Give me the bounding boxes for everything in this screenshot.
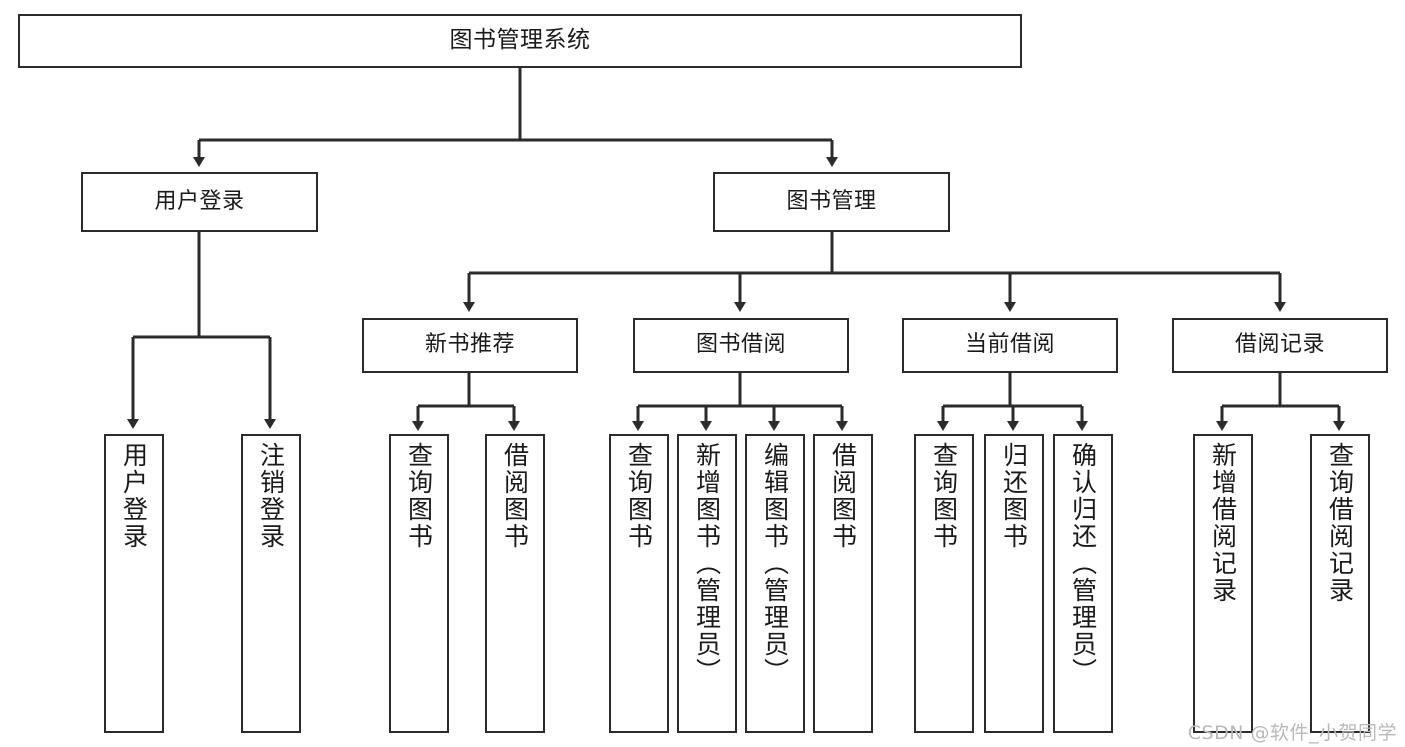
node-leaf-borrow-edit-book[interactable]: 编辑图书（管理员） bbox=[745, 434, 805, 733]
node-leaf-cur-confirm-return[interactable]: 确认归还（管理员） bbox=[1053, 434, 1113, 733]
node-new-book-recommend-label: 新书推荐 bbox=[424, 332, 515, 358]
node-user-login-label: 用户登录 bbox=[154, 188, 245, 214]
node-leaf-borrow-query-book-label: 查询图书 bbox=[624, 442, 654, 550]
node-leaf-borrow-query-book[interactable]: 查询图书 bbox=[609, 434, 669, 733]
node-leaf-record-search-label: 查询借阅记录 bbox=[1325, 442, 1355, 604]
node-leaf-borrow-edit-book-label: 编辑图书（管理员） bbox=[760, 442, 790, 685]
node-leaf-borrow-lend-book-label: 借阅图书 bbox=[828, 442, 858, 550]
node-leaf-cur-return-book-label: 归还图书 bbox=[999, 442, 1029, 550]
node-book-borrow[interactable]: 图书借阅 bbox=[633, 318, 849, 373]
node-leaf-cur-query-book-label: 查询图书 bbox=[929, 442, 959, 550]
node-leaf-borrow-add-book[interactable]: 新增图书（管理员） bbox=[677, 434, 737, 733]
node-leaf-record-search[interactable]: 查询借阅记录 bbox=[1310, 434, 1370, 733]
node-leaf-rec-query-book[interactable]: 查询图书 bbox=[389, 434, 449, 733]
node-leaf-record-add-label: 新增借阅记录 bbox=[1208, 442, 1238, 604]
node-current-borrow[interactable]: 当前借阅 bbox=[902, 318, 1118, 373]
node-borrow-record[interactable]: 借阅记录 bbox=[1172, 318, 1388, 373]
node-leaf-rec-query-book-label: 查询图书 bbox=[404, 442, 434, 550]
node-book-manage-label: 图书管理 bbox=[786, 188, 877, 214]
node-leaf-borrow-add-book-label: 新增图书（管理员） bbox=[692, 442, 722, 685]
node-leaf-rec-borrow-book[interactable]: 借阅图书 bbox=[485, 434, 545, 733]
node-leaf-user-logout-label: 注销登录 bbox=[256, 442, 286, 550]
node-root[interactable]: 图书管理系统 bbox=[18, 14, 1022, 68]
node-leaf-user-logout[interactable]: 注销登录 bbox=[241, 434, 301, 733]
node-leaf-rec-borrow-book-label: 借阅图书 bbox=[500, 442, 530, 550]
node-borrow-record-label: 借阅记录 bbox=[1234, 332, 1325, 358]
node-leaf-record-add[interactable]: 新增借阅记录 bbox=[1193, 434, 1253, 733]
node-new-book-recommend[interactable]: 新书推荐 bbox=[362, 318, 578, 373]
node-leaf-cur-confirm-return-label: 确认归还（管理员） bbox=[1068, 442, 1098, 685]
node-user-login[interactable]: 用户登录 bbox=[81, 172, 318, 232]
node-leaf-cur-return-book[interactable]: 归还图书 bbox=[984, 434, 1044, 733]
node-current-borrow-label: 当前借阅 bbox=[964, 332, 1055, 358]
node-root-label: 图书管理系统 bbox=[449, 27, 591, 54]
node-book-manage[interactable]: 图书管理 bbox=[713, 172, 950, 232]
node-leaf-user-login-label: 用户登录 bbox=[119, 442, 149, 550]
watermark: CSDN @软件_小贺同学 bbox=[1187, 722, 1397, 744]
node-leaf-borrow-lend-book[interactable]: 借阅图书 bbox=[813, 434, 873, 733]
node-leaf-cur-query-book[interactable]: 查询图书 bbox=[914, 434, 974, 733]
node-book-borrow-label: 图书借阅 bbox=[695, 332, 786, 358]
node-leaf-user-login[interactable]: 用户登录 bbox=[104, 434, 164, 733]
